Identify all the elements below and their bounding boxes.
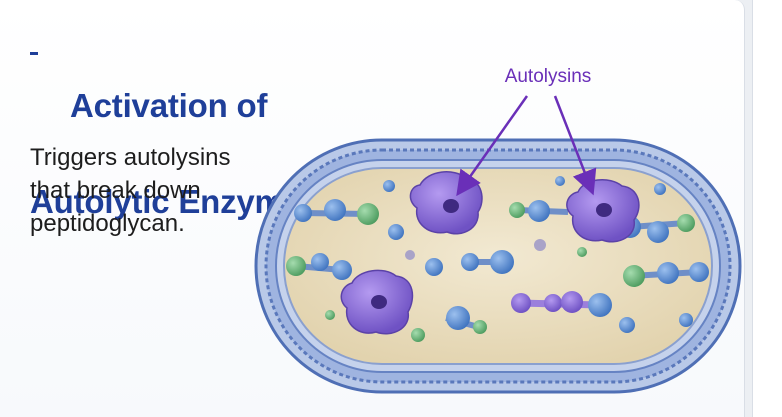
description-line-2: that break down xyxy=(30,177,201,204)
bacterial-cell-diagram: Autolysins xyxy=(254,66,742,394)
title-bullet-mark xyxy=(30,52,38,55)
autolysin-enzyme-3 xyxy=(340,269,414,335)
slide-description: Triggers autolysins that break down pept… xyxy=(30,141,270,240)
callout-arrow-left xyxy=(456,95,529,197)
title-line-1: Activation of xyxy=(70,87,268,124)
description-line-1: Triggers autolysins xyxy=(30,144,231,171)
slide-title: Activation of Autolytic Enzymes xyxy=(30,34,370,226)
autolysins-callout-label: Autolysins xyxy=(505,66,592,87)
callout-arrow-right xyxy=(553,95,597,196)
description-line-3: peptidoglycan. xyxy=(30,210,185,237)
adjacent-panel-edge xyxy=(752,0,782,417)
slide-card: Activation of Autolytic Enzymes Triggers… xyxy=(0,0,745,417)
